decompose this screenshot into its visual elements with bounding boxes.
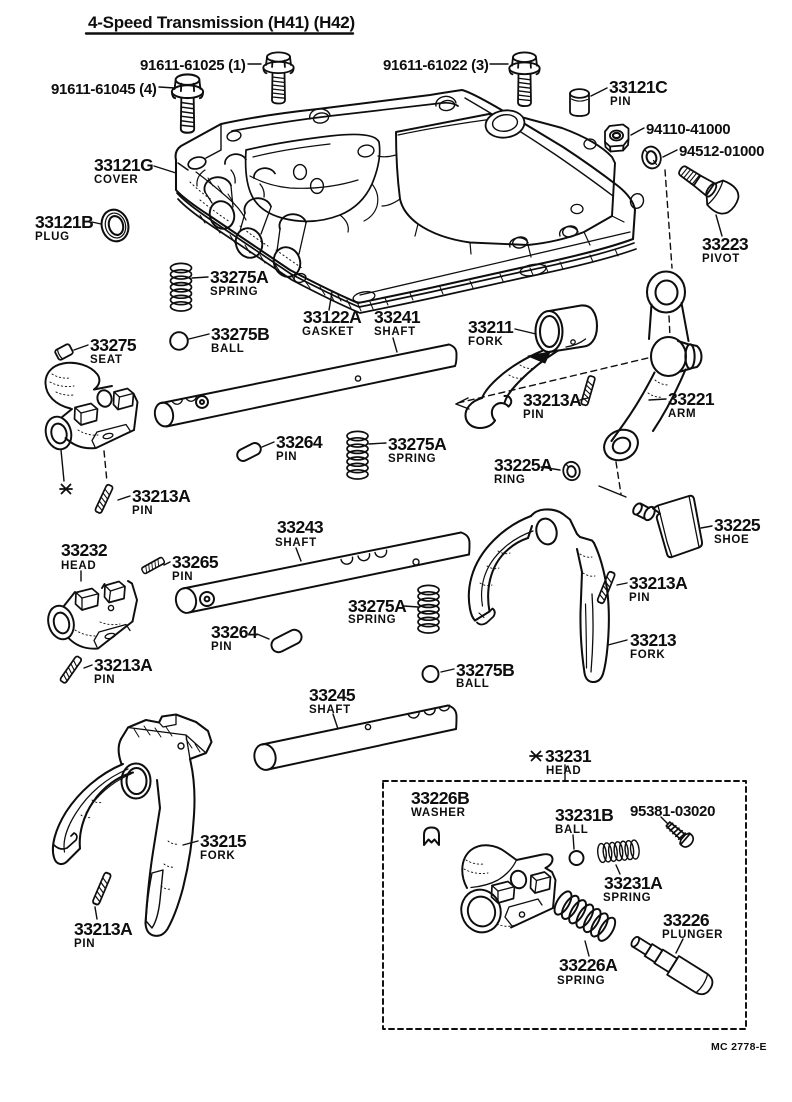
svg-text:4-Speed Transmission (H41) (H4: 4-Speed Transmission (H41) (H42) — [88, 13, 355, 32]
svg-text:94512-01000: 94512-01000 — [679, 143, 764, 160]
svg-text:SPRING: SPRING — [557, 975, 605, 987]
svg-text:SHAFT: SHAFT — [374, 326, 416, 338]
svg-text:33275: 33275 — [90, 335, 137, 355]
svg-text:33213A: 33213A — [629, 573, 688, 593]
svg-text:BALL: BALL — [555, 824, 588, 836]
svg-text:91611-61025 (1): 91611-61025 (1) — [140, 57, 246, 74]
svg-text:33275A: 33275A — [210, 267, 269, 287]
svg-text:33275B: 33275B — [211, 324, 269, 344]
svg-text:33215: 33215 — [200, 831, 247, 851]
svg-text:PIN: PIN — [172, 571, 193, 583]
svg-text:WASHER: WASHER — [411, 807, 466, 819]
svg-text:33122A: 33122A — [303, 307, 362, 327]
svg-text:PIVOT: PIVOT — [702, 253, 740, 265]
svg-text:33213A: 33213A — [94, 655, 153, 675]
svg-text:91611-61022 (3): 91611-61022 (3) — [383, 57, 489, 74]
svg-text:33211: 33211 — [468, 317, 514, 337]
svg-text:33225: 33225 — [714, 515, 761, 535]
svg-text:PIN: PIN — [211, 641, 232, 653]
svg-text:SEAT: SEAT — [90, 354, 123, 366]
svg-text:33121C: 33121C — [609, 77, 668, 97]
svg-text:33225A: 33225A — [494, 455, 553, 475]
svg-text:33121G: 33121G — [94, 155, 153, 175]
svg-text:BALL: BALL — [211, 343, 244, 355]
svg-text:33275B: 33275B — [456, 660, 514, 680]
svg-text:PIN: PIN — [610, 96, 631, 108]
svg-text:33275A: 33275A — [388, 434, 447, 454]
svg-text:SPRING: SPRING — [603, 892, 651, 904]
svg-text:33221: 33221 — [668, 389, 715, 409]
svg-text:33232: 33232 — [61, 540, 108, 560]
svg-text:33264: 33264 — [211, 622, 258, 642]
svg-text:PLUNGER: PLUNGER — [662, 929, 723, 941]
svg-text:33213A: 33213A — [74, 919, 133, 939]
svg-text:PIN: PIN — [276, 451, 297, 463]
svg-text:ARM: ARM — [668, 408, 696, 420]
svg-text:SPRING: SPRING — [210, 286, 258, 298]
svg-text:33241: 33241 — [374, 307, 421, 327]
svg-text:HEAD: HEAD — [61, 560, 96, 572]
svg-text:GASKET: GASKET — [302, 326, 354, 338]
svg-text:33213A: 33213A — [523, 390, 582, 410]
svg-text:PLUG: PLUG — [35, 231, 70, 243]
svg-text:33264: 33264 — [276, 432, 323, 452]
svg-text:33231B: 33231B — [555, 805, 613, 825]
svg-text:33231: 33231 — [545, 746, 592, 766]
svg-text:SHAFT: SHAFT — [275, 537, 317, 549]
svg-text:BALL: BALL — [456, 678, 489, 690]
svg-text:RING: RING — [494, 474, 526, 486]
svg-text:PIN: PIN — [132, 505, 153, 517]
svg-text:33231A: 33231A — [604, 873, 663, 893]
svg-text:MC 2778-E: MC 2778-E — [711, 1041, 767, 1053]
svg-text:SPRING: SPRING — [348, 614, 396, 626]
svg-text:33265: 33265 — [172, 552, 219, 572]
svg-text:33223: 33223 — [702, 234, 749, 254]
svg-text:33226: 33226 — [663, 910, 710, 930]
svg-text:33275A: 33275A — [348, 596, 407, 616]
svg-text:33245: 33245 — [309, 685, 356, 705]
svg-text:COVER: COVER — [94, 174, 138, 186]
svg-text:FORK: FORK — [200, 850, 235, 862]
svg-text:33226B: 33226B — [411, 788, 469, 808]
svg-text:SHAFT: SHAFT — [309, 704, 351, 716]
svg-text:95381-03020: 95381-03020 — [630, 803, 715, 820]
svg-text:PIN: PIN — [94, 674, 115, 686]
svg-text:94110-41000: 94110-41000 — [646, 121, 730, 138]
svg-text:HEAD: HEAD — [546, 765, 581, 777]
svg-text:PIN: PIN — [523, 409, 544, 421]
svg-text:SPRING: SPRING — [388, 453, 436, 465]
svg-text:FORK: FORK — [630, 649, 665, 661]
svg-text:33213: 33213 — [630, 630, 677, 650]
svg-text:PIN: PIN — [74, 938, 95, 950]
svg-text:91611-61045 (4): 91611-61045 (4) — [51, 81, 157, 98]
svg-text:33121B: 33121B — [35, 212, 93, 232]
svg-text:33243: 33243 — [277, 517, 324, 537]
svg-text:PIN: PIN — [629, 592, 650, 604]
svg-text:33226A: 33226A — [559, 955, 618, 975]
svg-text:33213A: 33213A — [132, 486, 191, 506]
svg-text:FORK: FORK — [468, 336, 503, 348]
svg-text:SHOE: SHOE — [714, 534, 749, 546]
